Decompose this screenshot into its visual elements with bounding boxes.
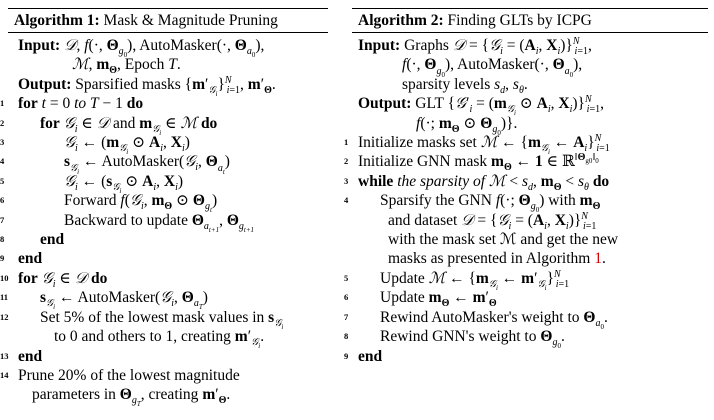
line-number: 10 — [0, 272, 9, 283]
input-value-1: 𝒟, f(·, Θg0), AutoMasker(·, Θa0), — [64, 37, 265, 60]
end-keyword: end — [40, 231, 65, 249]
output-value: Sparsified masks {m′𝒢i}Ni=1, m′Θ. — [75, 74, 276, 98]
algo1-line-5: 5 𝒢i ← (s𝒢i ⊙ Ai, Xi) — [0, 172, 184, 195]
line-number: 13 — [0, 350, 9, 361]
output-line-2: f(·; mΘ ⊙ Θg0)}. — [352, 114, 708, 137]
algo1-line-8: 8 end — [0, 230, 328, 249]
algorithm-2-label: Algorithm 2: — [358, 12, 444, 29]
algo2-line-6: 6 Update mΘ ← m′Θ — [344, 289, 497, 310]
input-value-1: Graphs 𝒟 = {𝒢i = (Ai, Xi)}Ni=1, — [404, 35, 592, 58]
line-number: 4 — [0, 156, 5, 167]
algo2-line-5: 5 Update ℳ ← {m𝒢i ← m′𝒢i}Ni=1 — [344, 268, 570, 292]
algorithm-1-name: Mask & Magnitude Pruning — [103, 12, 278, 29]
end-keyword: end — [18, 250, 43, 268]
algo2-line-9: 9 end — [344, 347, 708, 366]
output-value-2: f(·; mΘ ⊙ Θg0)}. — [416, 114, 518, 137]
output-line: Output: Sparsified masks {m′𝒢i}Ni=1, m′Θ… — [8, 74, 328, 98]
title-rule — [352, 32, 708, 33]
algo1-line-7: 7 Backward to update Θat+1, Θgt+1 — [0, 211, 255, 234]
algo2-line-3: 3 while the sparsity of ℳ < sd, mΘ < sθ … — [344, 172, 610, 193]
top-rule — [352, 8, 708, 9]
algorithm-1-ref-link[interactable]: 1 — [594, 250, 602, 268]
input-value-2: ℳ, mΘ, Epoch T. — [72, 56, 181, 77]
algo2-line-7: 7 Rewind AutoMasker's weight to Θa0. — [344, 308, 608, 331]
algo2-line-2: 2 Initialize GNN mask mΘ ← 1 ∈ ℝ‖Θg0‖0 — [344, 152, 599, 174]
line-number: 12 — [0, 311, 9, 322]
input-line-3: sparsity levels sd, sθ. — [352, 75, 708, 96]
algorithm-1-body: Input: 𝒟, f(·, Θg0), AutoMasker(·, Θa0),… — [0, 33, 328, 409]
line-number: 7 — [0, 214, 5, 225]
line-number: 6 — [344, 292, 349, 303]
output-label: Output: — [358, 95, 412, 113]
input-value-2: f(·, Θg0), AutoMasker(·, Θa0), — [402, 56, 583, 79]
algo2-line-4-cont-1: and dataset 𝒟 = {𝒢i = (Ai, Xi)}Ni=1 — [388, 210, 597, 232]
algorithm-1-label: Algorithm 1: — [14, 12, 100, 29]
input-line: Input: Graphs 𝒟 = {𝒢i = (Ai, Xi)}Ni=1, — [352, 35, 708, 58]
algo2-line-4: 4 Sparsify the GNN f(·; Θg0) with mΘ — [344, 192, 601, 215]
algorithm-1-box: Algorithm 1: Mask & Magnitude Pruning In… — [0, 8, 328, 409]
line-number: 2 — [344, 156, 349, 167]
line-number: 8 — [0, 234, 5, 245]
input-line-2: ℳ, mΘ, Epoch T. — [8, 55, 328, 77]
line-number: 9 — [0, 253, 5, 264]
line-number: 9 — [344, 350, 349, 361]
algo1-line-11: 11 s𝒢i ← AutoMasker(𝒢i, ΘaT) — [0, 289, 208, 312]
algorithm-1-title: Algorithm 1: Mask & Magnitude Pruning — [8, 9, 328, 32]
algo1-line-9: 9 end — [0, 249, 328, 268]
line-number: 8 — [344, 331, 349, 342]
algorithm-2-body: Input: Graphs 𝒟 = {𝒢i = (Ai, Xi)}Ni=1, f… — [344, 33, 708, 366]
input-line-2: f(·, Θg0), AutoMasker(·, Θa0), — [352, 55, 708, 79]
line-number: 5 — [344, 272, 349, 283]
line-number: 6 — [0, 195, 5, 206]
line-number: 1 — [344, 137, 349, 148]
input-line: Input: 𝒟, f(·, Θg0), AutoMasker(·, Θa0), — [8, 36, 328, 60]
algo2-line-1: 1 Initialize masks set ℳ ← {m𝒢i ← Ai}Ni=… — [344, 132, 610, 157]
algo1-line-14-cont: parameters in ΘgT, creating m′Θ. — [32, 386, 231, 409]
top-rule — [8, 8, 328, 9]
input-label: Input: — [358, 37, 401, 54]
algo1-line-2: 2 for 𝒢i ∈ 𝒟 and m𝒢i ∈ ℳ do — [0, 114, 218, 137]
algo2-line-8: 8 Rewind GNN's weight to Θg0. — [344, 328, 565, 351]
algo2-text: with the mask set ℳ and get the new — [388, 231, 619, 249]
algorithm-2-name: Finding GLTs by ICPG — [447, 12, 592, 29]
algo1-line-12-cont: to 0 and others to 1, creating m′𝒢i. — [54, 328, 265, 351]
line-number: 11 — [0, 292, 9, 303]
line-number: 3 — [0, 137, 5, 148]
end-keyword: end — [358, 347, 383, 365]
output-line: Output: GLT {𝒢′i = (m𝒢i ⊙ Ai, Xi)}Ni=1, — [352, 94, 708, 118]
algo2-line-4-cont-3: masks as presented in Algorithm 1. — [388, 250, 606, 268]
line-number: 1 — [0, 98, 5, 109]
algo1-line-14: 14 Prune 20% of the lowest magnitude — [0, 366, 240, 384]
algo2-line-4-cont-2: with the mask set ℳ and get the new — [352, 230, 708, 249]
line-number: 5 — [0, 175, 5, 186]
output-value: GLT {𝒢′i = (m𝒢i ⊙ Ai, Xi)}Ni=1, — [415, 94, 604, 118]
algo1-line-12: 12 Set 5% of the lowest mask values in s… — [0, 308, 284, 331]
line-number: 14 — [0, 369, 9, 380]
line-number: 4 — [344, 195, 349, 206]
algo1-line-3: 3 𝒢i ← (m𝒢i ⊙ Ai, Xi) — [0, 134, 190, 157]
algo1-line-6: 6 Forward f(𝒢i, mΘ ⊙ Θgt) — [0, 192, 218, 215]
algo1-line-4: 4 s𝒢i ← AutoMasker(𝒢i, Θat) — [0, 153, 230, 176]
end-keyword: end — [18, 347, 43, 365]
title-rule — [8, 32, 328, 33]
input-label: Input: — [18, 37, 61, 54]
algo1-line-13: 13 end — [0, 347, 328, 366]
input-value-3: sparsity levels sd, sθ. — [402, 75, 528, 96]
algorithm-2-title: Algorithm 2: Finding GLTs by ICPG — [352, 9, 708, 32]
algo1-line-10: 10 for 𝒢i ∈ 𝒟 do — [0, 269, 108, 290]
line-number: 3 — [344, 175, 349, 186]
algo1-line-1: 1 for t = 0 to T − 1 do — [0, 95, 144, 113]
output-label: Output: — [18, 75, 72, 93]
line-number: 7 — [344, 311, 349, 322]
line-number: 2 — [0, 117, 5, 128]
algorithm-2-box: Algorithm 2: Finding GLTs by ICPG Input:… — [344, 8, 708, 366]
